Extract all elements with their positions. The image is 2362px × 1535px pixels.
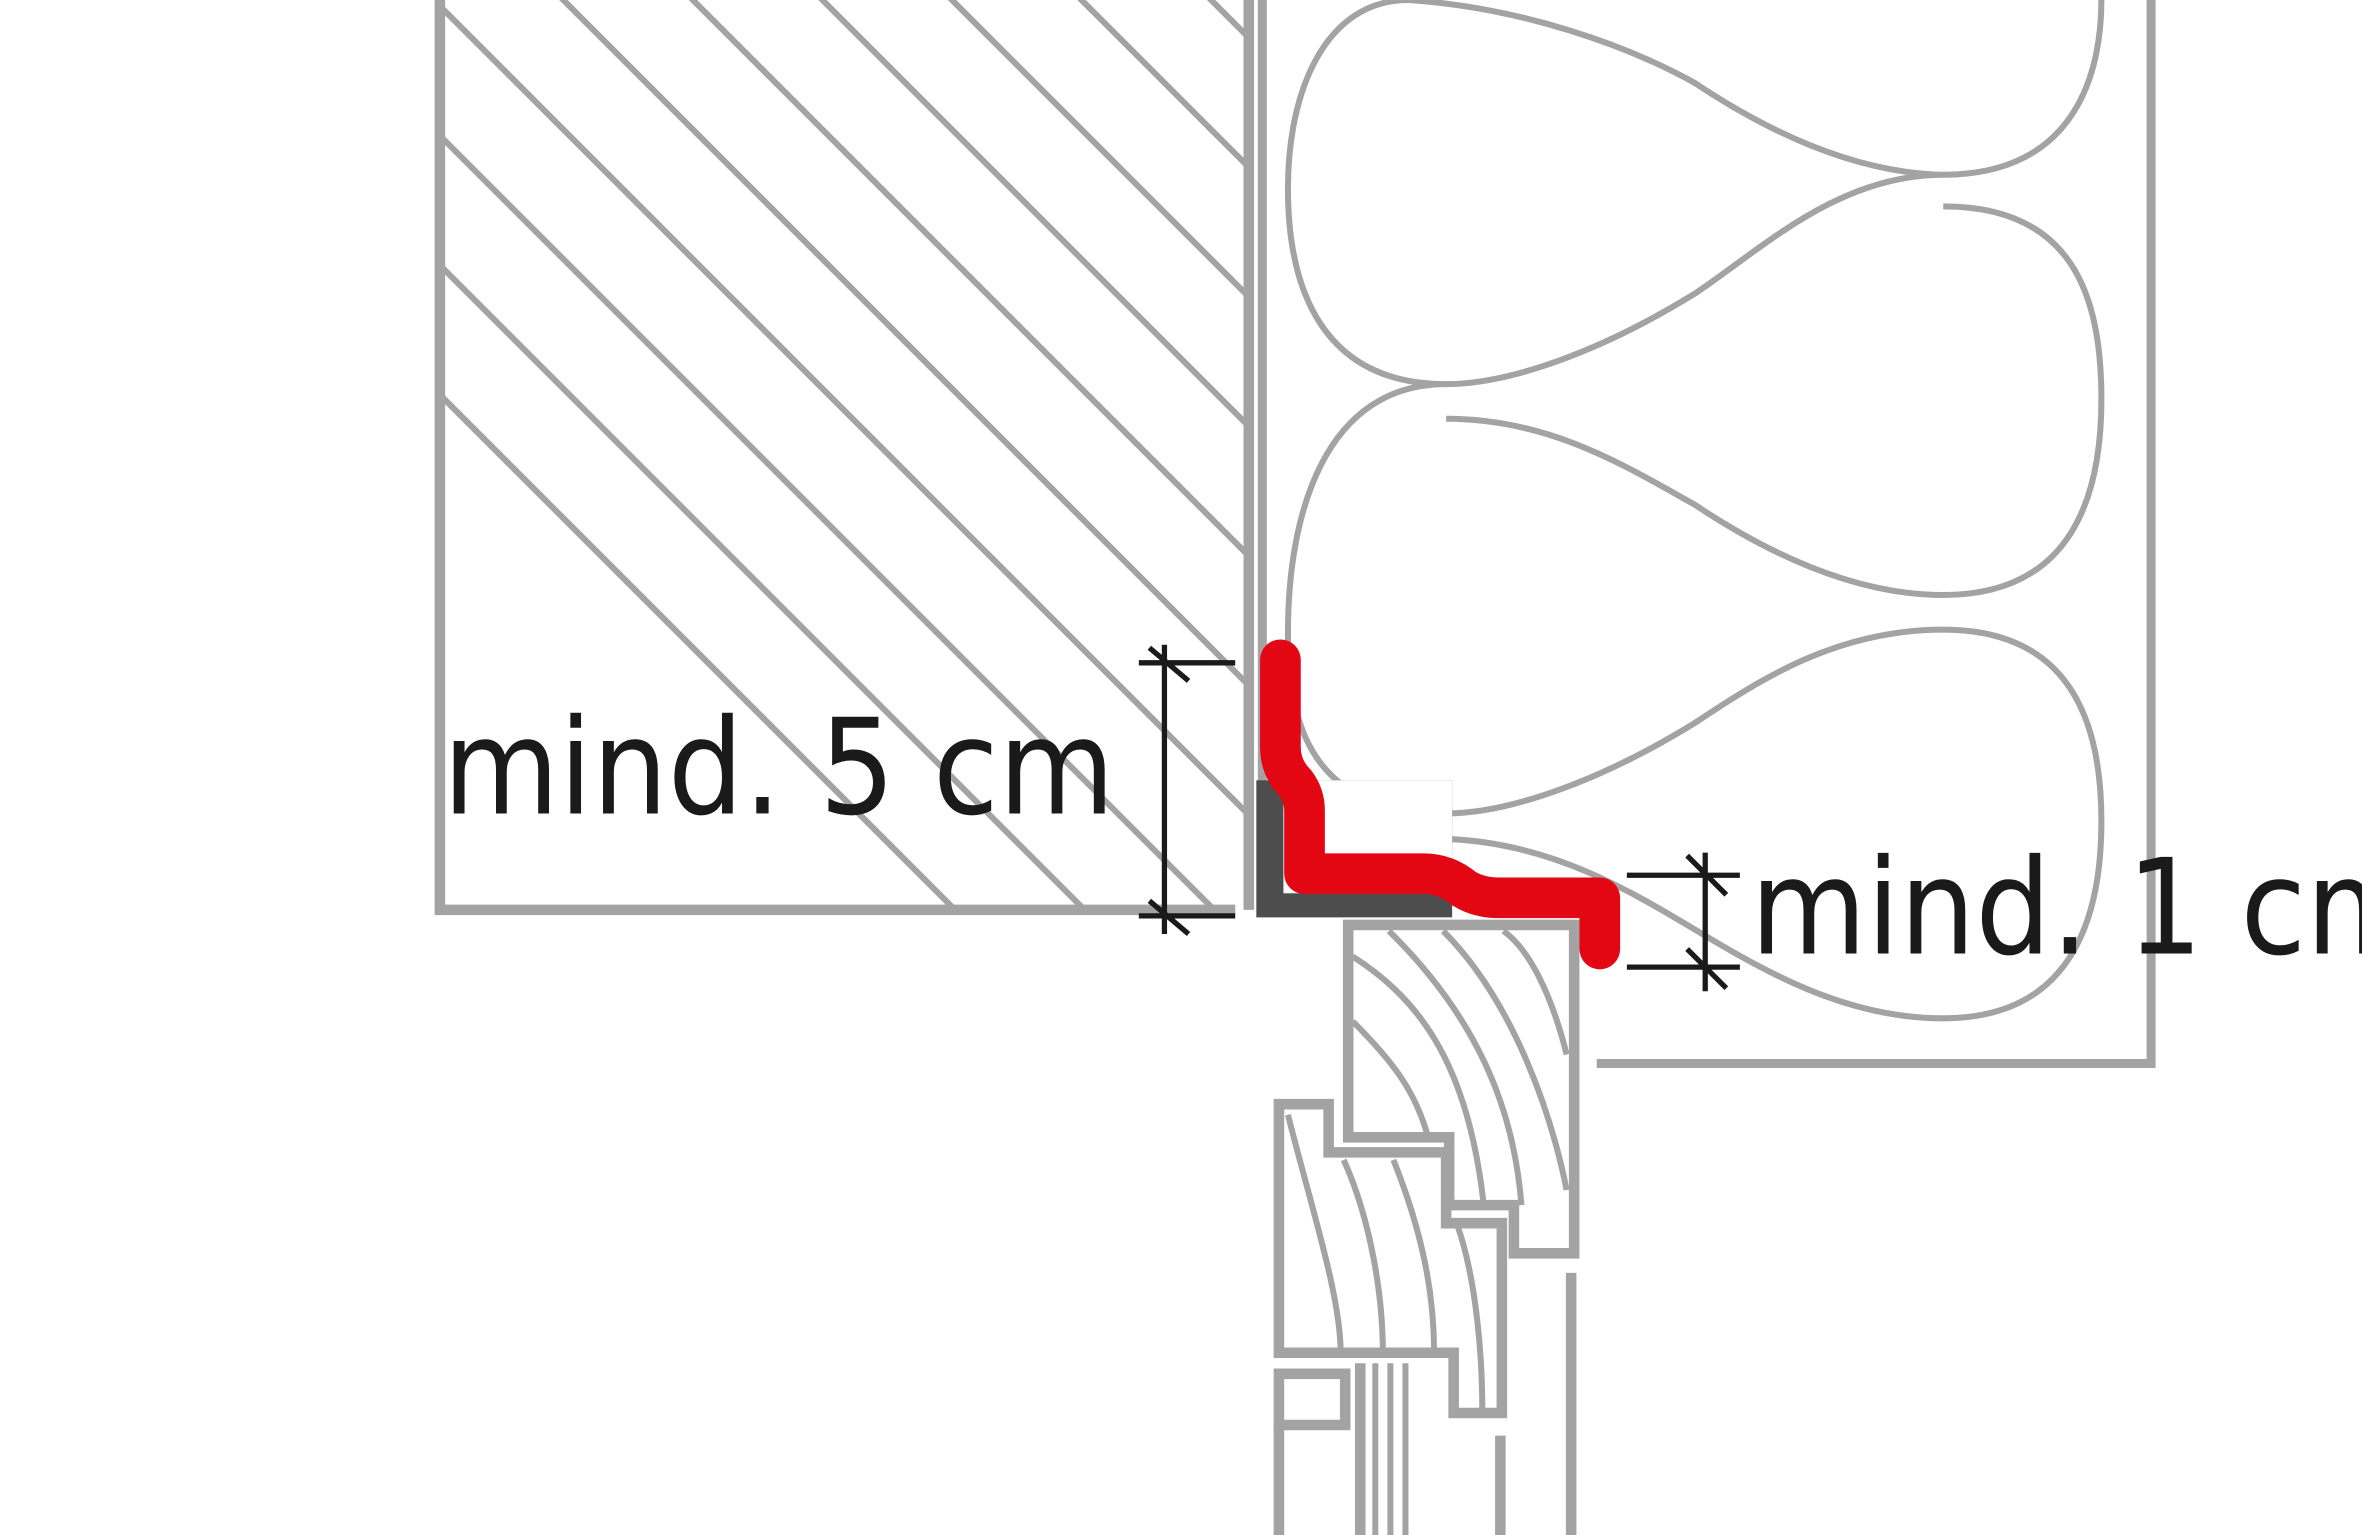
dimension-large-label: mind. 5 cm	[443, 691, 1115, 845]
glass-pane-lines	[1372, 1363, 1409, 1535]
sealing-tape	[1260, 639, 1621, 970]
frame-lower-lines	[1273, 1272, 1577, 1535]
dimension-large-lines	[1138, 644, 1236, 936]
glazing-bead	[1273, 1368, 1351, 1431]
dimension-small: mind. 1 cm	[1626, 832, 2362, 992]
wall-outline	[434, 0, 1255, 916]
frame-grain-lines	[1285, 928, 1570, 1409]
dimension-small-lines	[1626, 852, 1740, 992]
frame-outer-profile	[1342, 919, 1580, 1259]
sash-profile	[1273, 1098, 1508, 1419]
dimension-large: mind. 5 cm	[443, 644, 1236, 936]
wall-hatching	[439, 0, 1249, 910]
masonry-wall	[434, 0, 1255, 916]
dimension-small-label: mind. 1 cm	[1750, 832, 2362, 986]
window-frame	[1273, 919, 1580, 1535]
